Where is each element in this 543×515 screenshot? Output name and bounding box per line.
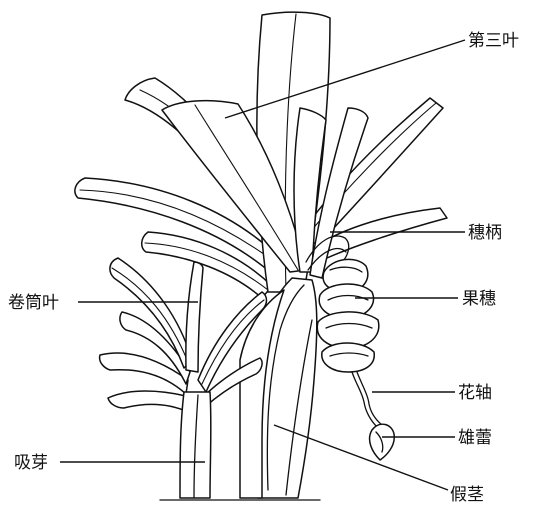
label-flower-axis: 花轴 [458, 383, 492, 403]
label-fruit-spike: 果穗 [462, 289, 496, 309]
label-male-bud: 雄蕾 [458, 428, 492, 448]
main-plant [75, 12, 447, 498]
label-pseudostem: 假茎 [450, 485, 484, 505]
sucker-low-leaf [108, 391, 188, 412]
label-sucker: 吸芽 [14, 453, 48, 473]
label-rolled-leaf: 卷筒叶 [8, 293, 59, 313]
label-spike-stalk: 穗柄 [468, 223, 502, 243]
fruit-spike [317, 259, 378, 372]
flower-axis [352, 372, 378, 428]
label-third-leaf: 第三叶 [468, 31, 519, 51]
rolled-leaf [186, 262, 203, 372]
